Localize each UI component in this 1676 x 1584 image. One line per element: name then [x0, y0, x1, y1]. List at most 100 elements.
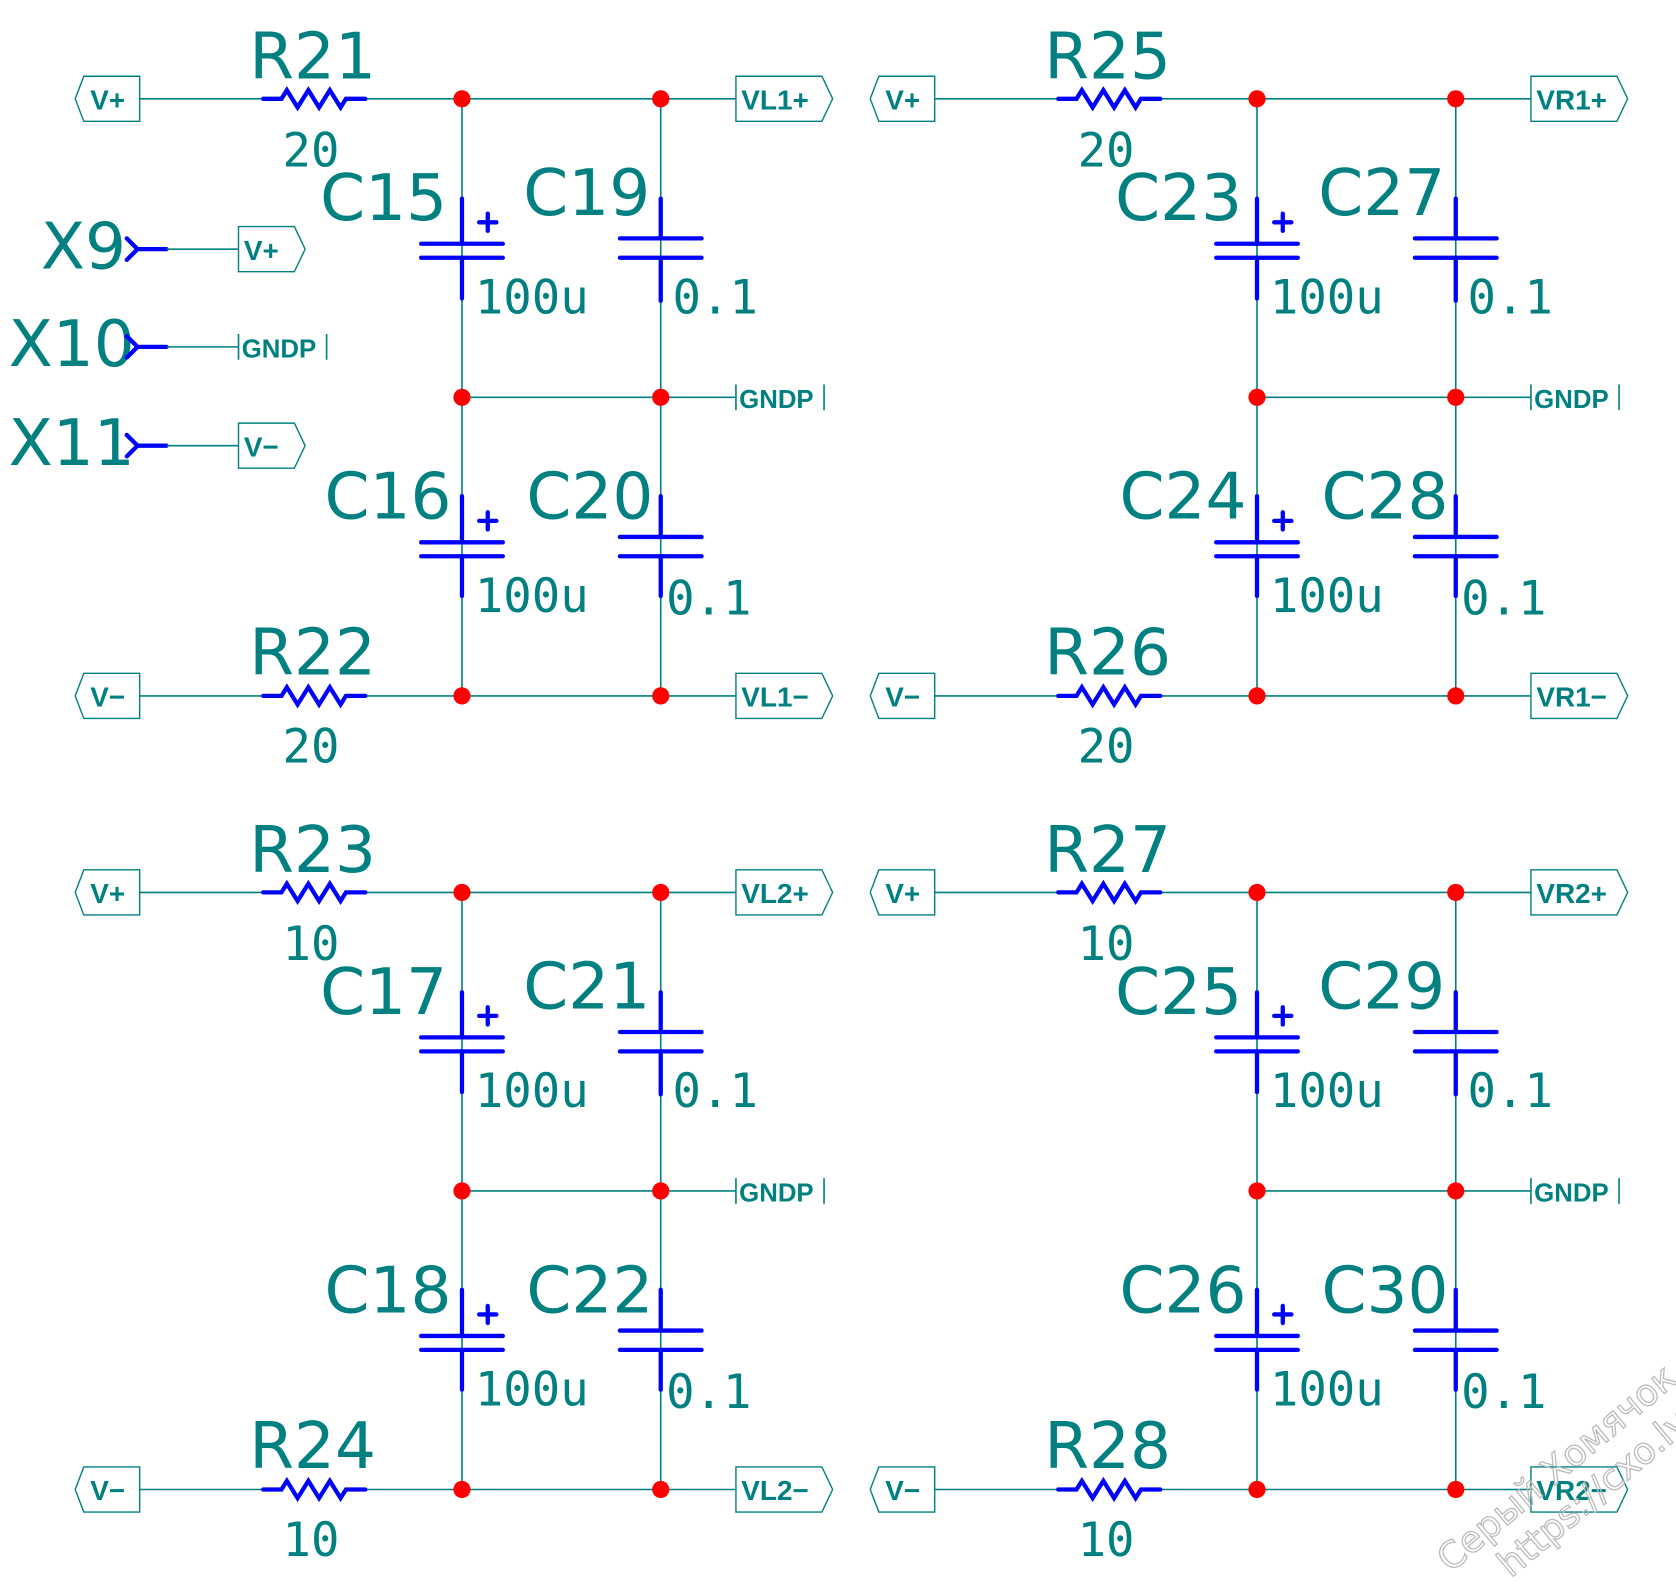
port-label: VL2− — [741, 1475, 808, 1506]
capacitor-value: 0.1 — [1468, 271, 1553, 326]
port-right: VR1+ — [1530, 75, 1629, 123]
port-shape — [1530, 1466, 1629, 1513]
junction-dot — [652, 1182, 670, 1200]
resistor-zigzag — [261, 879, 368, 906]
capacitor-value: 0.1 — [666, 571, 751, 626]
capacitor-value: 0.1 — [673, 271, 758, 326]
filter-block: V+V−VL1+VL1−GNDPR2120R2220C15100uC190.1C… — [74, 19, 834, 774]
junction-dot — [1248, 90, 1266, 108]
capacitor-value: 0.1 — [1468, 1064, 1553, 1119]
port-right: VR2+ — [1530, 869, 1629, 916]
junction-dot — [1447, 1182, 1465, 1200]
port-shape — [74, 1466, 141, 1513]
gnd-net-label: GNDP — [237, 333, 328, 364]
capacitor-symbol — [617, 1287, 704, 1392]
electrolytic-capacitor-symbol — [419, 990, 505, 1095]
junction-dot — [1248, 388, 1266, 406]
resistor-value: 20 — [283, 123, 340, 178]
port-shape — [735, 75, 834, 123]
capacitor-value: 100u — [1270, 1064, 1384, 1119]
junction-dot — [1248, 1182, 1266, 1200]
resistor-value: 10 — [1078, 917, 1135, 972]
capacitor-ref: C30 — [1321, 1253, 1448, 1328]
resistor-ref: R21 — [249, 19, 376, 94]
resistor-symbol — [261, 683, 368, 709]
junction-dot — [1447, 883, 1465, 902]
gnd-net-label: GNDP — [1530, 384, 1620, 414]
port-right: VL1− — [735, 672, 834, 720]
port-label: V− — [90, 682, 125, 713]
resistor-value: 20 — [283, 719, 340, 774]
capacitor-symbol — [617, 493, 704, 599]
port-label: VR1+ — [1536, 85, 1607, 116]
port-shape — [869, 1466, 936, 1513]
capacitor-ref: C24 — [1119, 460, 1246, 535]
capacitor-ref: C28 — [1321, 460, 1448, 535]
capacitor-ref: C18 — [324, 1253, 451, 1328]
connector-ref: X9 — [41, 209, 126, 284]
port-right: V+ — [237, 225, 306, 273]
resistor-value: 10 — [283, 917, 340, 972]
capacitor-ref: C29 — [1318, 949, 1445, 1024]
resistor-zigzag — [1056, 879, 1163, 906]
junction-dot — [652, 883, 670, 902]
gnd-label: GNDP — [739, 386, 813, 414]
port-label: V− — [244, 431, 279, 462]
capacitor-value: 100u — [475, 1064, 589, 1119]
resistor-ref: R27 — [1044, 813, 1171, 888]
port-left: V− — [869, 672, 936, 720]
filter-block: V+V−VL2+VL2−GNDPR2310R2410C17100uC210.1C… — [74, 813, 834, 1568]
resistor-zigzag — [261, 86, 368, 112]
connector-ref: X11 — [9, 406, 135, 481]
connector-x11: X11 V− — [9, 406, 306, 481]
port-label: V+ — [244, 235, 279, 266]
junction-dot — [652, 1480, 670, 1499]
electrolytic-capacitor-symbol — [419, 196, 505, 301]
port-shape — [1530, 672, 1629, 720]
port-left: V+ — [869, 869, 936, 916]
junction-dot — [1248, 687, 1266, 705]
gnd-net-label: GNDP — [735, 384, 825, 414]
resistor-zigzag — [261, 1476, 368, 1503]
resistor-zigzag — [261, 683, 368, 709]
filter-block: V+V−VR2+VR2−GNDPR2710R2810C25100uC290.1C… — [869, 813, 1629, 1568]
junction-dot — [1447, 1480, 1465, 1499]
port-shape — [74, 75, 141, 123]
resistor-ref: R24 — [249, 1409, 376, 1484]
port-label: V+ — [885, 878, 920, 909]
port-shape — [735, 1466, 834, 1513]
port-left: V+ — [869, 75, 936, 123]
capacitor-ref: C19 — [523, 156, 650, 231]
port-label: V+ — [885, 85, 920, 116]
resistor-zigzag — [1056, 683, 1163, 709]
gnd-net-label: GNDP — [735, 1178, 825, 1208]
junction-dot — [1248, 883, 1266, 902]
port-label: V− — [885, 1475, 920, 1506]
capacitor-value: 0.1 — [666, 1365, 751, 1420]
port-right: VL2+ — [735, 869, 834, 916]
resistor-value: 20 — [1078, 123, 1135, 178]
capacitor-ref: C25 — [1115, 955, 1242, 1030]
port-shape — [735, 869, 834, 916]
port-right: VL1+ — [735, 75, 834, 123]
port-shape — [869, 75, 936, 123]
capacitor-ref: C17 — [320, 955, 447, 1030]
resistor-value: 20 — [1078, 719, 1135, 774]
capacitor-ref: C16 — [324, 460, 451, 535]
junction-dot — [652, 90, 670, 108]
electrolytic-capacitor-symbol — [419, 1287, 505, 1392]
capacitor-symbol — [1412, 990, 1499, 1097]
capacitor-value: 100u — [475, 1363, 589, 1418]
port-left: V− — [74, 1466, 141, 1513]
capacitor-ref: C23 — [1115, 161, 1242, 236]
gnd-label: GNDP — [1534, 1180, 1608, 1208]
port-label: V+ — [90, 85, 125, 116]
connector-x9: X9 V+ — [41, 209, 306, 284]
resistor-symbol — [261, 879, 368, 906]
capacitor-ref: C26 — [1119, 1253, 1246, 1328]
port-shape — [74, 672, 141, 720]
junction-dot — [453, 1480, 471, 1499]
gnd-label: GNDP — [1534, 386, 1608, 414]
resistor-symbol — [261, 86, 368, 112]
electrolytic-capacitor-symbol — [1214, 990, 1300, 1095]
